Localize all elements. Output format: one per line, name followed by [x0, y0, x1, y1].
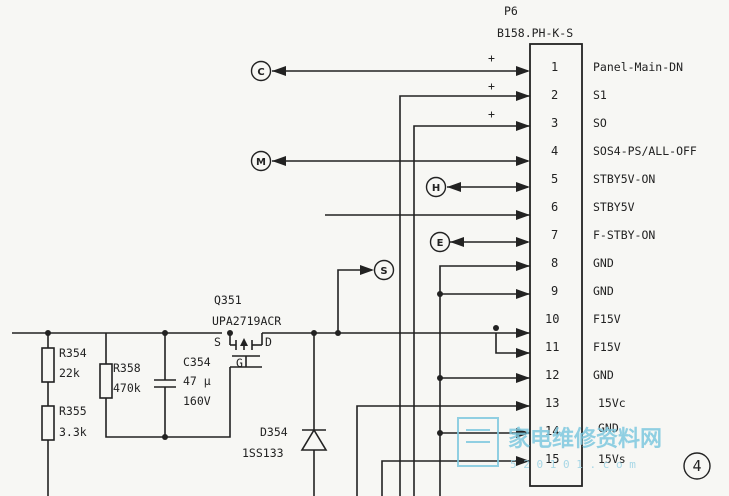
pin15-line — [381, 456, 530, 496]
pin-label: GND — [593, 368, 614, 382]
r358 — [99, 333, 231, 440]
pin-label: 15Vs — [598, 452, 626, 466]
pin-number: 9 — [551, 284, 558, 298]
watermark-text: 家电维修资料网 — [508, 426, 662, 452]
plus-mark: + — [488, 79, 495, 93]
r354-r355 — [41, 333, 55, 496]
pin-label: SOS4-PS/ALL-OFF — [593, 144, 697, 158]
q351-drain: D — [265, 335, 272, 349]
c354 — [154, 333, 176, 437]
pin6-line — [325, 210, 530, 220]
pin7-line — [450, 237, 530, 247]
q351-source: S — [214, 335, 221, 349]
q351-ref: Q351 — [214, 293, 242, 307]
pin-number: 7 — [551, 228, 558, 242]
r358-ref: R358 — [113, 361, 141, 375]
pin-number: 4 — [551, 144, 558, 158]
pin-label: STBY5V-ON — [593, 172, 655, 186]
d354-part: 1SS133 — [242, 446, 284, 460]
pin-number: 15 — [545, 452, 559, 466]
pin-label: STBY5V — [593, 200, 635, 214]
d354 — [300, 333, 328, 496]
svg-text:E: E — [437, 238, 444, 249]
pin-numbers: 1 2 3 4 5 6 7 8 9 10 11 12 13 14 15 — [545, 60, 559, 466]
connector-body — [529, 43, 583, 487]
pin-number: 12 — [545, 368, 559, 382]
marker-m: M — [250, 150, 272, 172]
page-number: 4 — [683, 452, 711, 480]
d354-ref: D354 — [260, 425, 288, 439]
pin4-line — [272, 156, 530, 166]
pin-label: S1 — [593, 88, 607, 102]
q351-symbol — [229, 333, 263, 368]
svg-text:M: M — [256, 157, 266, 168]
pin-number: 13 — [545, 396, 559, 410]
q351-part: UPA2719ACR — [212, 314, 281, 328]
connector-part: B158.PH-K-S — [497, 26, 573, 40]
pin5-line — [447, 182, 530, 192]
pin-number: 11 — [545, 340, 559, 354]
r355-value: 3.3k — [59, 425, 87, 439]
pin2-line — [399, 91, 530, 496]
pin-label: F15V — [593, 312, 621, 326]
gnd-bus — [437, 261, 530, 496]
pin-number: 10 — [545, 312, 559, 326]
pin3-line — [413, 121, 530, 496]
r354-ref: R354 — [59, 346, 87, 360]
plus-mark: + — [488, 51, 495, 65]
pin-label: SO — [593, 116, 607, 130]
pin-number: 3 — [551, 116, 558, 130]
pin-number: 8 — [551, 256, 558, 270]
pin-label: GND — [593, 256, 614, 270]
c354-ref: C354 — [183, 355, 211, 369]
plus-mark: + — [488, 107, 495, 121]
pin-label: Panel-Main-DN — [593, 60, 683, 74]
marker-s: S — [373, 259, 395, 281]
q351-gate: G — [236, 356, 243, 370]
svg-text:S: S — [380, 266, 387, 277]
pin-label: F15V — [593, 340, 621, 354]
pin-label: GND — [593, 284, 614, 298]
pin1-line — [272, 66, 530, 76]
watermark-url: 5 2 0 1 0 1 . c o m — [510, 458, 636, 471]
pin13-line — [356, 401, 530, 496]
pin-number: 6 — [551, 200, 558, 214]
pin-number: 2 — [551, 88, 558, 102]
r355-ref: R355 — [59, 404, 87, 418]
s-branch — [337, 265, 374, 333]
svg-text:C: C — [257, 67, 264, 78]
c354-value: 47 μ — [183, 374, 211, 388]
pin-number: 5 — [551, 172, 558, 186]
r358-value: 470k — [113, 381, 141, 395]
watermark: 家电维修资料网 5 2 0 1 0 1 . c o m — [457, 417, 662, 471]
pin-label: GND — [598, 421, 619, 435]
pin-number: 14 — [545, 424, 559, 438]
connector-ref: P6 — [504, 4, 518, 18]
pin-labels: Panel-Main-DN S1 SO SOS4-PS/ALL-OFF STBY… — [593, 60, 697, 466]
r354-value: 22k — [59, 366, 80, 380]
pin-label: 15Vc — [598, 396, 626, 410]
pin-label: F-STBY-ON — [593, 228, 655, 242]
marker-h: H — [425, 176, 447, 198]
pin-number: 1 — [551, 60, 558, 74]
svg-text:4: 4 — [692, 457, 701, 475]
c354-voltage: 160V — [183, 394, 211, 408]
marker-c: C — [250, 60, 272, 82]
marker-e: E — [429, 231, 451, 253]
svg-text:H: H — [432, 183, 440, 194]
